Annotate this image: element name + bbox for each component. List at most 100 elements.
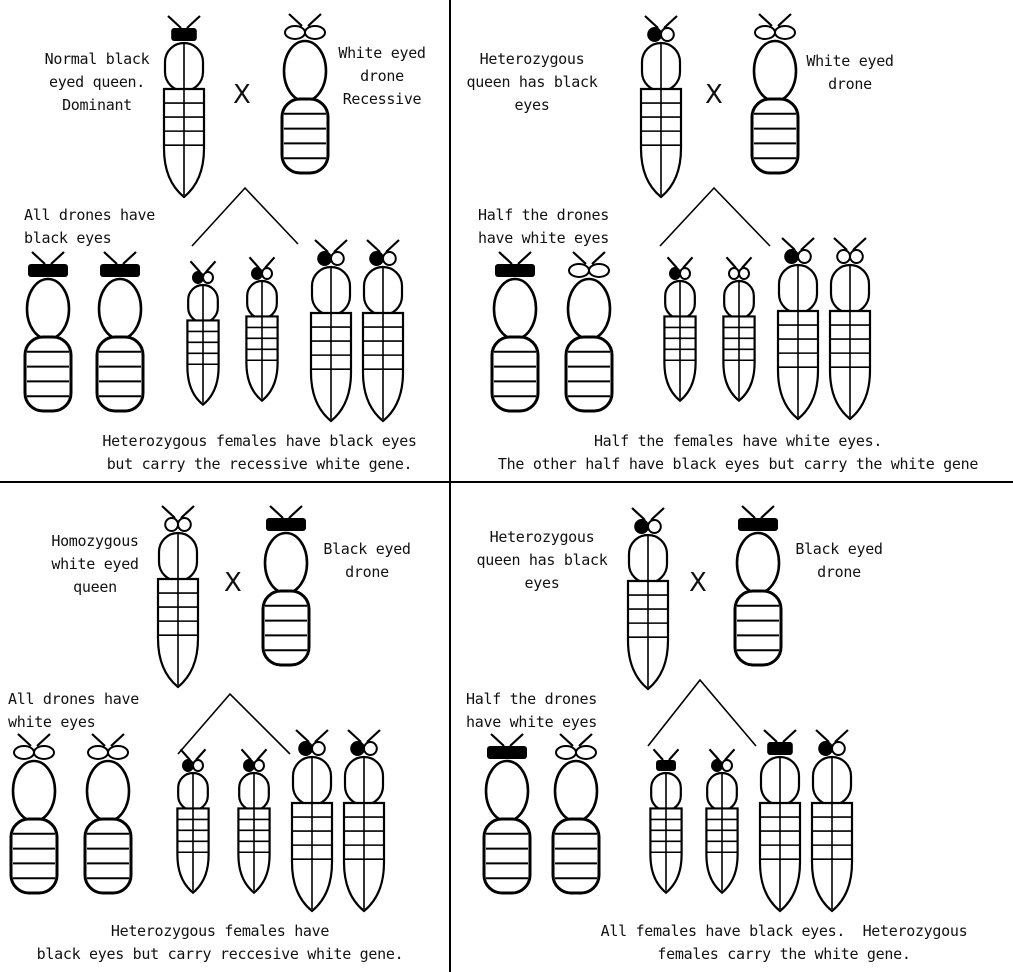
black-eye-head	[767, 742, 793, 755]
antennae	[645, 16, 677, 28]
antennae	[668, 257, 693, 268]
queen-label: Heterozygous queen has black eyes	[462, 526, 622, 595]
antennae	[32, 252, 64, 264]
offspring-worker-bee	[246, 257, 277, 400]
white-eye	[648, 520, 661, 533]
white-eye	[178, 518, 191, 531]
drone-label: Black eyed drone	[312, 538, 422, 584]
white-eye	[576, 746, 596, 759]
white-eye	[88, 746, 108, 759]
white-eye	[661, 28, 674, 41]
black-eye	[183, 760, 193, 771]
antennae	[759, 14, 791, 26]
thorax	[486, 761, 528, 821]
white-eye	[14, 746, 34, 759]
parent-drone-bee	[735, 506, 781, 665]
thorax	[87, 761, 129, 821]
abdomen	[11, 819, 57, 893]
white-eye	[850, 250, 863, 263]
white-eye	[285, 26, 305, 39]
female-offspring-note: Heterozygous females have black eyes but…	[0, 920, 440, 966]
antennae	[499, 252, 531, 264]
cross-symbol: X	[689, 568, 707, 598]
white-eye	[262, 268, 272, 279]
antennae	[191, 261, 216, 272]
offspring-worker-bee	[706, 749, 737, 892]
antennae	[92, 734, 124, 746]
offspring-worker-bee	[664, 257, 695, 400]
offspring-queen-bee	[344, 730, 384, 911]
drone-label: White eyed drone	[800, 50, 900, 96]
parent-drone-bee	[752, 14, 798, 173]
black-eye	[712, 760, 722, 771]
female-offspring-note: All females have black eyes. Heterozygou…	[564, 920, 1004, 966]
queen-bee	[628, 508, 668, 689]
black-eye	[819, 742, 832, 755]
antennae	[168, 16, 200, 28]
offspring-drone-bee	[25, 252, 71, 411]
cross-offspring-lines	[178, 694, 290, 754]
black-eye-head	[656, 760, 676, 771]
black-eye	[244, 760, 254, 771]
offspring-queen-bee	[363, 240, 403, 421]
black-eye-head	[171, 28, 197, 41]
offspring-drone-bee	[484, 734, 530, 893]
thorax	[13, 761, 55, 821]
black-eye	[193, 272, 203, 283]
antennae	[162, 506, 194, 518]
white-eye	[755, 26, 775, 39]
black-eye-head	[738, 518, 778, 531]
black-eye-head	[28, 264, 68, 277]
cross-symbol: X	[705, 80, 723, 110]
thorax	[494, 279, 536, 339]
black-eye	[785, 250, 798, 263]
offspring-worker-bee	[238, 749, 269, 892]
abdomen	[735, 591, 781, 665]
black-eye	[318, 252, 331, 265]
queen-label: Heterozygous queen has black eyes	[452, 48, 612, 117]
drone-label: Black eyed drone	[784, 538, 894, 584]
antennae	[782, 238, 814, 250]
drone-label: White eyed drone Recessive	[322, 42, 442, 111]
black-eye-head	[100, 264, 140, 277]
thorax	[568, 279, 610, 339]
offspring-worker-bee	[650, 749, 681, 892]
antennae	[18, 734, 50, 746]
queen-bee	[164, 16, 204, 197]
abdomen	[484, 819, 530, 893]
antennae	[348, 730, 380, 742]
thorax	[265, 533, 307, 593]
parent-drone-bee	[263, 506, 309, 665]
antennae	[181, 749, 206, 760]
white-eye	[165, 518, 178, 531]
offspring-queen-bee	[812, 730, 852, 911]
female-offspring-note: Heterozygous females have black eyes but…	[72, 430, 447, 476]
white-eye	[837, 250, 850, 263]
antennae	[764, 730, 796, 742]
cross-symbol: X	[224, 568, 242, 598]
white-eye	[722, 760, 732, 771]
white-eye	[569, 264, 589, 277]
white-eye	[739, 268, 749, 279]
antennae	[250, 257, 275, 268]
offspring-worker-bee	[177, 749, 208, 892]
offspring-worker-bee	[723, 257, 754, 400]
thorax	[27, 279, 69, 339]
antennae	[710, 749, 735, 760]
black-eye	[351, 742, 364, 755]
antennae	[289, 14, 321, 26]
antennae	[834, 238, 866, 250]
cross-offspring-lines	[192, 188, 298, 246]
black-eye	[670, 268, 680, 279]
antennae	[560, 734, 592, 746]
abdomen	[566, 337, 612, 411]
black-eye-head	[266, 518, 306, 531]
antennae	[654, 749, 679, 760]
drone-offspring-note: Half the drones have white eyes	[478, 204, 609, 250]
thorax	[754, 41, 796, 101]
offspring-drone-bee	[566, 252, 612, 411]
antennae	[242, 749, 267, 760]
queen-bee	[641, 16, 681, 197]
thorax	[737, 533, 779, 593]
